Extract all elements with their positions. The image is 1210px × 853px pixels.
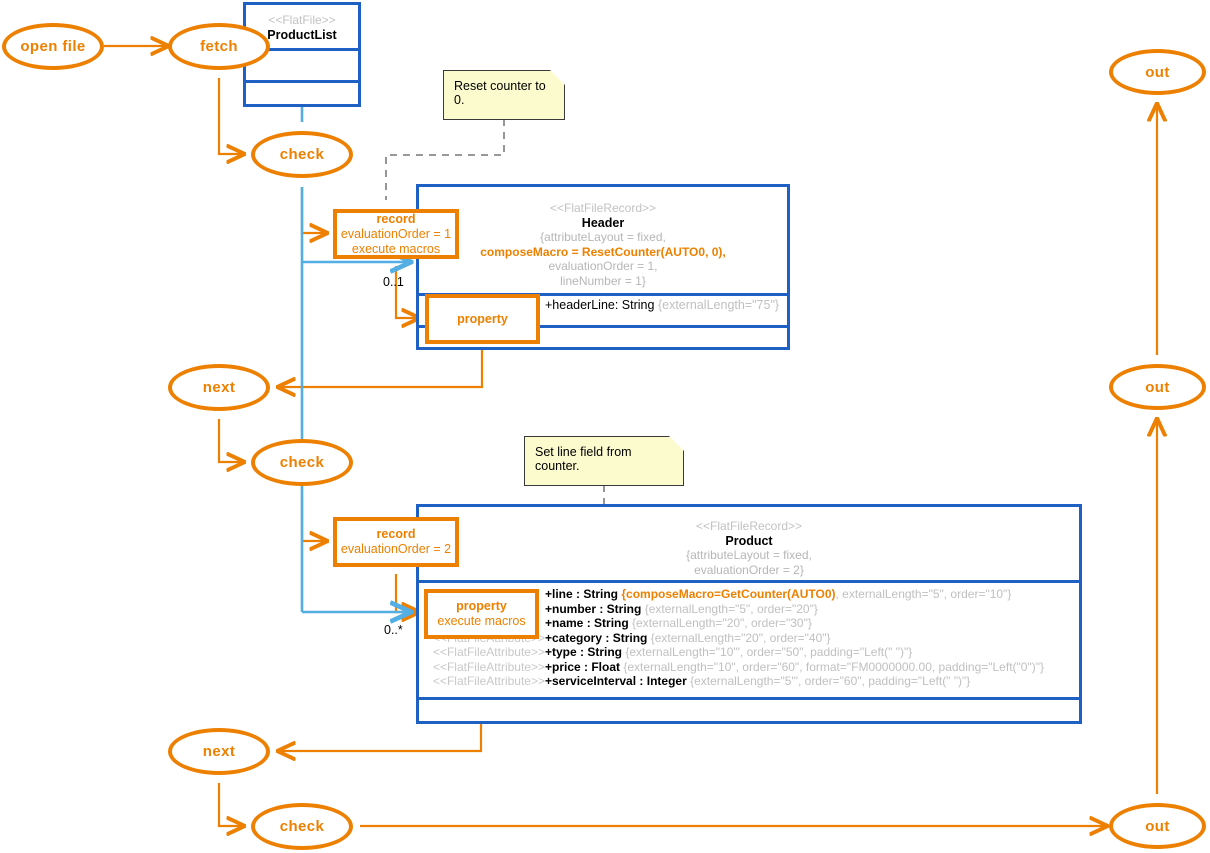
attribute-row: +number : String {externalLength="5", or…	[416, 602, 1076, 617]
action-record-2[interactable]: record evaluationOrder = 2	[333, 517, 459, 567]
node-check-2-label: check	[279, 454, 325, 471]
class-header-stereotype: <<FlatFileRecord>>	[549, 201, 657, 215]
attribute-signature: +name : String	[545, 616, 633, 630]
node-check-3[interactable]: check	[251, 803, 353, 850]
attribute-properties: {externalLength="10", order="60", format…	[623, 659, 1044, 674]
node-fetch[interactable]: fetch	[168, 23, 270, 70]
attribute-properties: {externalLength="5'", order="60", paddin…	[690, 674, 971, 688]
class-productlist-sep1	[246, 48, 358, 51]
node-check-2[interactable]: check	[251, 439, 353, 486]
class-header-name: Header	[581, 215, 625, 230]
attribute-properties: {externalLength="20", order="40"}	[650, 630, 831, 645]
note-set-line-field-text: Set line field from counter.	[535, 445, 632, 473]
class-productlist-stereotype: <<FlatFile>>	[268, 13, 336, 27]
class-header-prop-eval: evaluationOrder = 1,	[548, 259, 658, 273]
action-record-1-title: record	[376, 211, 416, 226]
action-record-1[interactable]: record evaluationOrder = 1 execute macro…	[333, 209, 459, 259]
action-property-2-macros: execute macros	[437, 614, 526, 628]
class-product-sep2	[419, 697, 1079, 700]
class-header-attribute-sig: +headerLine: String	[545, 298, 658, 312]
attribute-row: +line : String {composeMacro=GetCounter(…	[416, 587, 1076, 602]
node-check-3-label: check	[279, 818, 325, 835]
class-product-header: <<FlatFileRecord>> Product {attributeLay…	[419, 519, 1079, 577]
action-record-1-macros: execute macros	[351, 241, 441, 256]
node-out-1-label: out	[1145, 63, 1170, 81]
class-product-stereotype: <<FlatFileRecord>>	[695, 519, 803, 533]
node-fetch-label: fetch	[200, 38, 238, 55]
attribute-signature: +serviceInterval : Integer	[545, 674, 691, 688]
node-check-1-label: check	[279, 146, 325, 163]
action-record-1-eval: evaluationOrder = 1	[340, 226, 452, 241]
note-set-line-field[interactable]: Set line field from counter.	[524, 436, 684, 486]
class-productlist-sep2	[246, 80, 358, 83]
attribute-macro: {composeMacro=GetCounter(AUTO0)	[621, 587, 836, 601]
multiplicity-product: 0..*	[384, 623, 403, 637]
attribute-signature: +line : String	[545, 587, 622, 601]
class-productlist-name: ProductList	[267, 27, 337, 42]
attribute-stereotype: <<FlatFileAttribute>>	[432, 674, 545, 688]
attribute-row: <<FlatFileAttribute>>+type : String {ext…	[416, 645, 1076, 660]
class-header-prop-linenumber: lineNumber = 1}	[560, 273, 646, 288]
class-product-prop-layout: {attributeLayout = fixed,	[686, 548, 812, 562]
node-out-3-label: out	[1145, 817, 1170, 835]
action-property-1[interactable]: property	[425, 294, 540, 344]
action-property-2-title: property	[456, 599, 507, 613]
attribute-row: <<FlatFileAttribute>>+serviceInterval : …	[416, 674, 1076, 689]
node-out-3[interactable]: out	[1109, 803, 1206, 849]
note-reset-counter[interactable]: Reset counter to 0.	[443, 70, 565, 120]
node-next-2[interactable]: next	[168, 728, 270, 775]
class-productlist-header: <<FlatFile>> ProductList	[246, 13, 358, 42]
class-product-prop-eval: evaluationOrder = 2}	[694, 562, 804, 577]
attribute-row: <<FlatFileAttribute>>+price : Float {ext…	[416, 660, 1076, 675]
note-reset-counter-text: Reset counter to 0.	[454, 79, 546, 107]
attribute-properties: {externalLength="5", order="20"}	[644, 601, 818, 616]
node-out-2-label: out	[1145, 378, 1170, 396]
node-open-file[interactable]: open file	[2, 23, 104, 70]
class-product-name: Product	[725, 533, 773, 548]
class-header-header: <<FlatFileRecord>> Header {attributeLayo…	[419, 201, 787, 288]
node-out-2[interactable]: out	[1109, 364, 1206, 410]
node-next-1[interactable]: next	[168, 364, 270, 411]
action-record-2-eval: evaluationOrder = 2	[340, 542, 452, 556]
class-header-sep2	[419, 325, 787, 328]
node-next-1-label: next	[202, 379, 236, 396]
action-record-2-title: record	[376, 527, 416, 541]
class-product-sep1	[419, 580, 1079, 583]
class-header-prop-macro: composeMacro = ResetCounter(AUTO0, 0),	[480, 244, 726, 259]
attribute-stereotype: <<FlatFileAttribute>>	[432, 659, 545, 674]
class-header-sep1	[419, 293, 787, 296]
action-property-2[interactable]: property execute macros	[424, 589, 539, 639]
attribute-stereotype: <<FlatFileAttribute>>	[432, 645, 545, 659]
attribute-row: +name : String {externalLength="20", ord…	[416, 616, 1076, 631]
attribute-signature: +type : String	[545, 645, 626, 659]
node-out-1[interactable]: out	[1109, 49, 1206, 95]
class-header-prop-layout: {attributeLayout = fixed,	[540, 230, 666, 244]
attribute-properties: , externalLength="5", order="10"}	[835, 587, 1012, 601]
action-property-1-title: property	[457, 311, 508, 326]
attribute-properties: {externalLength="20", order="30"}	[632, 616, 812, 630]
attribute-signature: +price : Float	[545, 659, 624, 674]
multiplicity-header: 0..1	[383, 275, 404, 289]
class-header-attribute-props: {externalLength="75"}	[657, 298, 780, 312]
node-open-file-label: open file	[20, 38, 86, 55]
attribute-signature: +number : String	[545, 601, 645, 616]
note-fold-icon	[550, 70, 565, 85]
attribute-properties: {externalLength="10'", order="50", paddi…	[625, 645, 913, 659]
node-check-1[interactable]: check	[251, 131, 353, 178]
attribute-signature: +category : String	[545, 630, 651, 645]
node-next-2-label: next	[202, 743, 236, 760]
class-header-attribute: +headerLine: String {externalLength="75"…	[545, 298, 779, 312]
note-fold-icon	[669, 436, 684, 451]
